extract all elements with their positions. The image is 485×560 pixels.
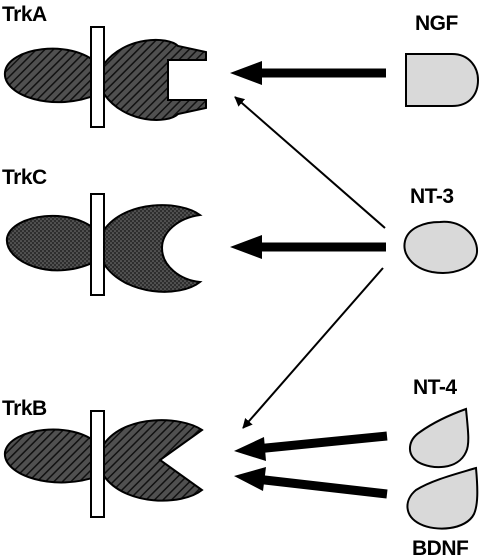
arrow-bdnf-to-trkb-head — [234, 467, 266, 491]
arrow-nt3-to-trka — [234, 96, 386, 229]
trka-label: TrkA — [2, 3, 47, 26]
bdnf-ligand-shape — [406, 466, 479, 530]
ngf-label: NGF — [415, 12, 458, 35]
trka-right-lobe — [103, 38, 207, 121]
trkb-label: TrkB — [2, 397, 47, 420]
trkb-left-lobe — [3, 428, 99, 484]
bdnf-label: BDNF — [412, 537, 469, 560]
arrow-ngf-to-trka-head — [230, 61, 262, 85]
trkc-membrane-bar — [90, 193, 105, 296]
trka-membrane-bar — [90, 26, 105, 128]
trkc-left-lobe — [5, 214, 99, 272]
ngf-ligand-shape — [405, 53, 480, 107]
arrow-nt4-to-trkb-head — [234, 437, 266, 461]
trkb-membrane-bar — [90, 410, 105, 518]
arrow-nt4-to-trkb — [255, 431, 388, 454]
trkb-right-lobe — [103, 419, 204, 502]
nt4-label: NT-4 — [413, 376, 457, 399]
nt3-ligand-shape — [403, 220, 479, 274]
arrow-bdnf-to-trkb — [255, 474, 388, 499]
arrow-nt3-to-trkc-head — [230, 235, 262, 259]
trkb-receptor — [3, 410, 204, 518]
trka-receptor — [3, 26, 207, 128]
trkc-label: TrkC — [2, 166, 47, 189]
nt3-label: NT-3 — [410, 185, 454, 208]
arrow-nt3-to-trkb — [242, 267, 384, 429]
nt4-ligand-shape — [409, 407, 470, 469]
trkc-receptor — [5, 193, 203, 296]
trkc-right-lobe — [103, 204, 203, 293]
trka-left-lobe — [3, 47, 99, 104]
